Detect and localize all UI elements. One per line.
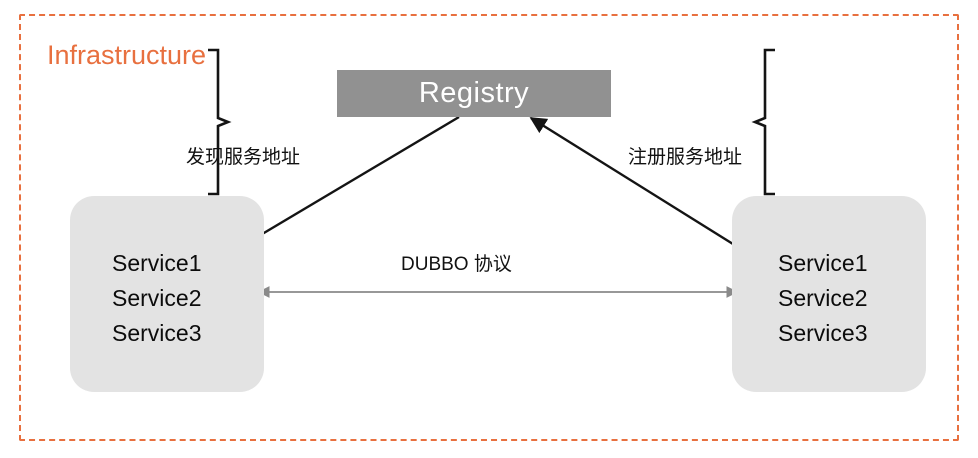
provider-service-list: Service1 Service2 Service3: [778, 246, 867, 351]
edge-label-discover: 发现服务地址: [186, 147, 301, 168]
service-item: Service3: [778, 320, 868, 346]
infrastructure-title: Infrastructure: [47, 40, 207, 70]
service-item: Service1: [778, 250, 868, 276]
left-curly-brace-icon: [751, 48, 775, 196]
infrastructure-boundary: [19, 14, 959, 441]
consumer-service-list: Service1 Service2 Service3: [112, 246, 201, 351]
service-item: Service1: [112, 250, 202, 276]
right-curly-brace-icon: [208, 48, 232, 196]
service-item: Service2: [112, 285, 202, 311]
registry-label: Registry: [418, 77, 530, 109]
consumer-service-group[interactable]: Service1 Service2 Service3: [70, 196, 264, 392]
service-item: Service2: [778, 285, 868, 311]
edge-label-register: 注册服务地址: [628, 147, 743, 168]
registry-node[interactable]: Registry: [337, 70, 611, 117]
provider-service-group[interactable]: Service1 Service2 Service3: [732, 196, 926, 392]
edge-label-protocol: DUBBO 协议: [401, 254, 512, 275]
service-item: Service3: [112, 320, 202, 346]
